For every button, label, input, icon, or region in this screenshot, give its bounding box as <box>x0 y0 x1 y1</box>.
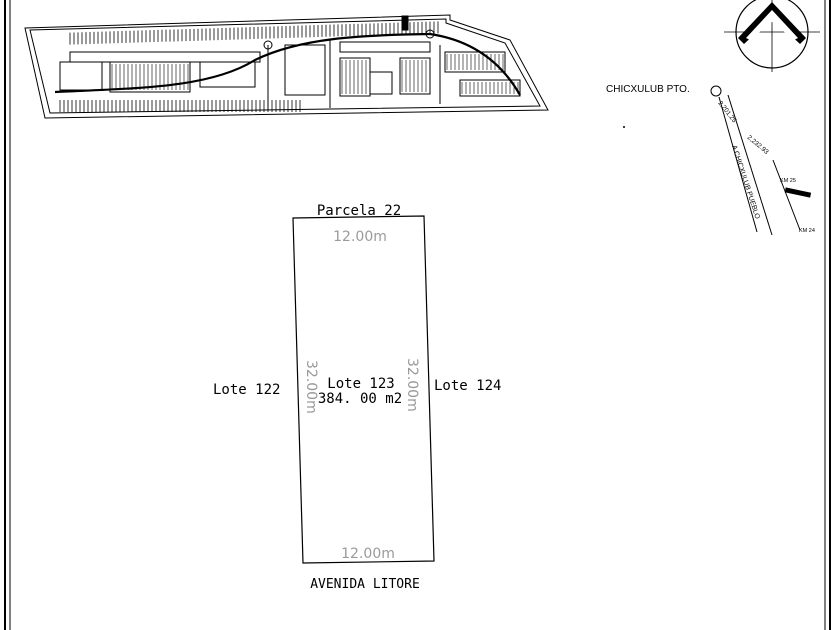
stray-dot <box>623 126 625 128</box>
coordinate-2: 2,232.93 <box>746 134 770 156</box>
lot-outline <box>292 215 435 564</box>
coordinate-1: 2,201.25 <box>716 100 737 125</box>
dimension-bottom: 12.00m <box>341 546 395 562</box>
town-marker <box>710 85 722 97</box>
east-boundary-label: Lote 124 <box>434 378 501 394</box>
location-sketch: CHICXULUB PTO. A CHICXULUB PUEBLO 2,201.… <box>606 84 815 236</box>
road <box>718 94 812 236</box>
south-boundary-label: AVENIDA LITORE <box>310 577 420 592</box>
km-lower: KM 24 <box>799 228 815 234</box>
west-boundary-label: Lote 122 <box>213 382 280 398</box>
km-upper: KM 25 <box>780 178 796 184</box>
north-arrow-icon <box>724 0 820 72</box>
dimension-left: 32.00m <box>303 360 319 414</box>
sheet-frame <box>4 0 831 630</box>
north-boundary-label: Parcela 22 <box>317 203 401 219</box>
road-label: A CHICXULUB PUEBLO <box>730 144 761 220</box>
town-label: CHICXULUB PTO. <box>606 84 690 95</box>
lot-area: 384. 00 m2 <box>318 391 402 407</box>
lot-name: Lote 123 <box>327 376 394 392</box>
subdivision-plan-icon <box>24 14 549 119</box>
dimension-top: 12.00m <box>333 229 387 245</box>
dimension-right: 32.00m <box>404 358 420 412</box>
